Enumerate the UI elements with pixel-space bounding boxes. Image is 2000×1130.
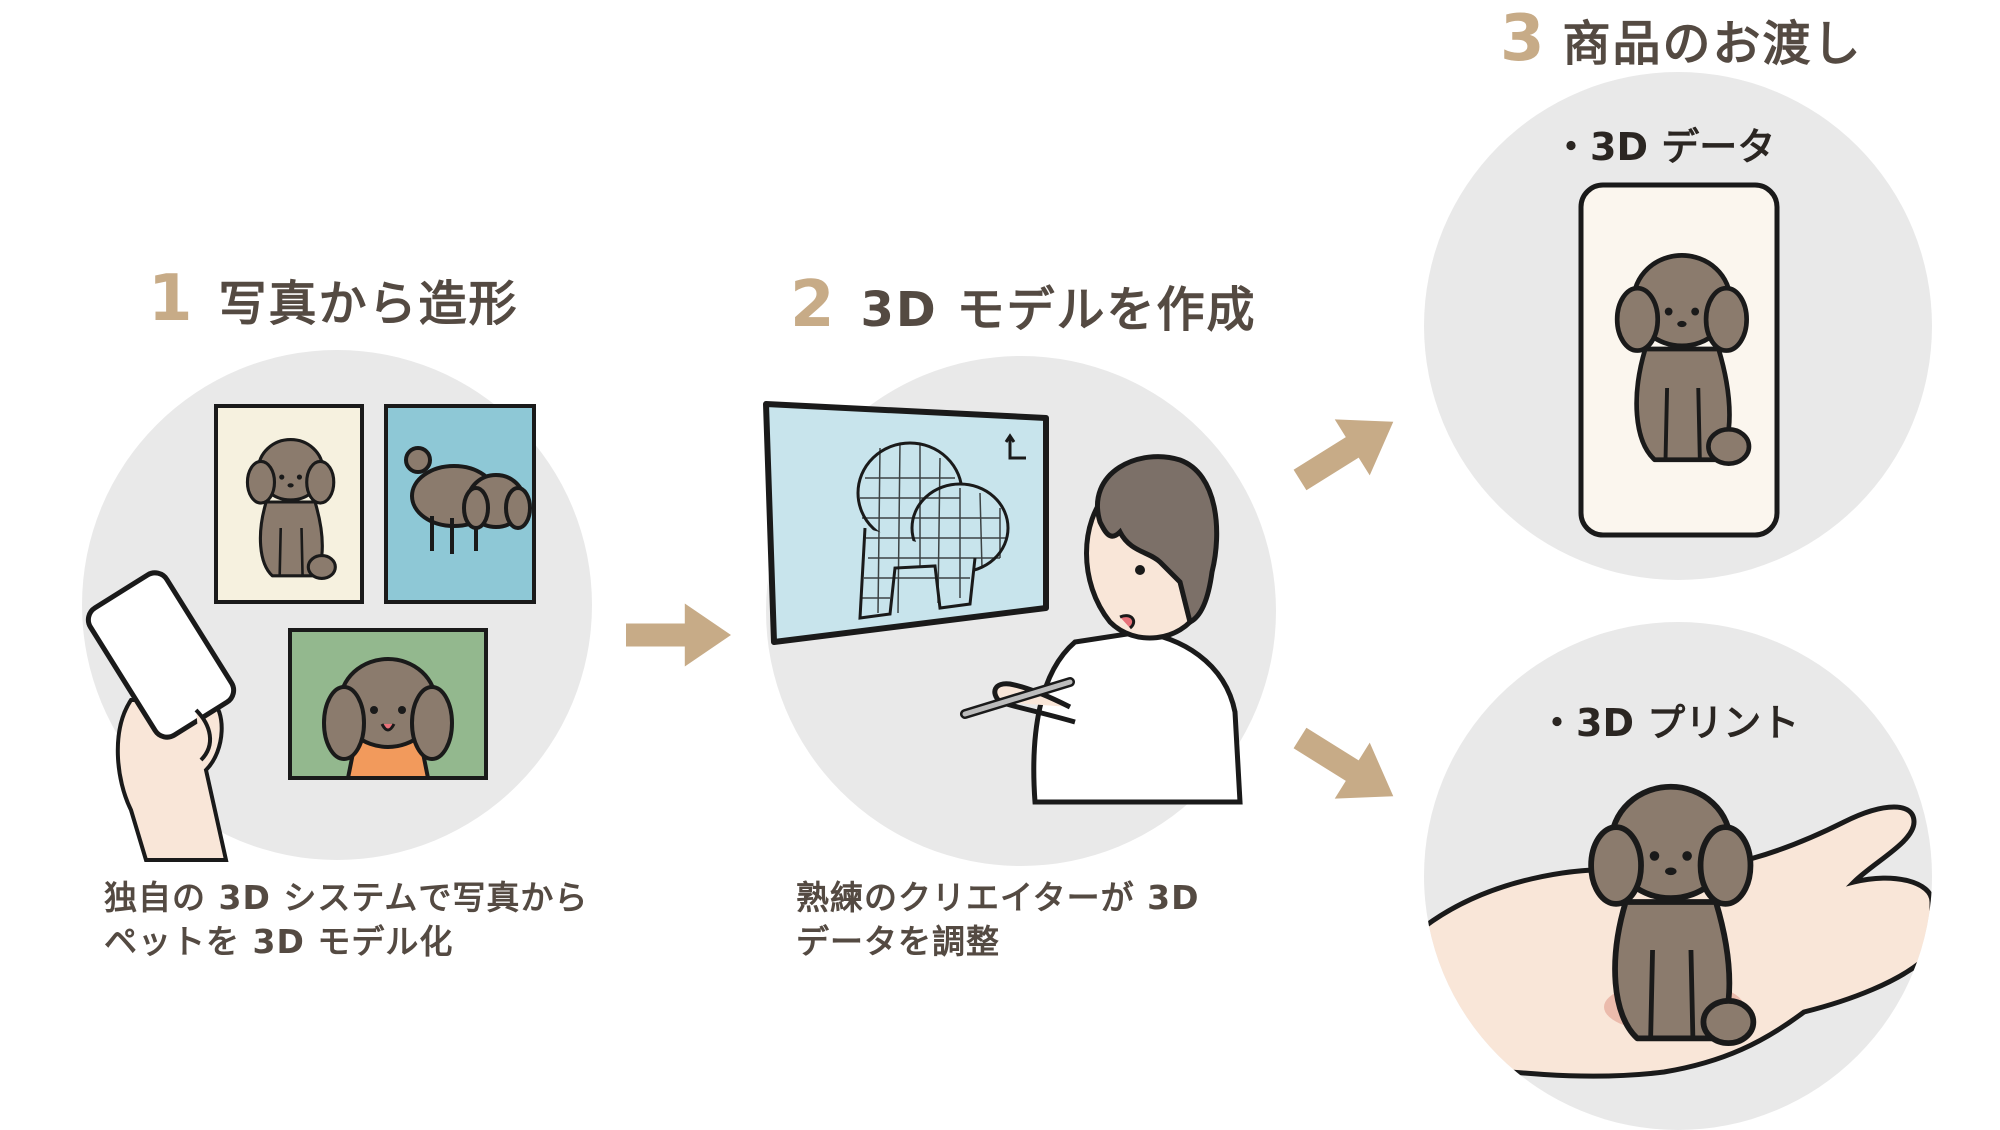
- step-1-description: 独自の 3D システムで写真から ペットを 3D モデル化: [104, 876, 588, 964]
- arrow-right-icon: [626, 603, 731, 667]
- smartphone-icon: [85, 570, 237, 862]
- step-1-desc-line-1: 独自の 3D システムで写真から: [104, 878, 589, 917]
- step-1-heading: 写真から造形: [218, 276, 519, 332]
- 3d-print-label: ・3D プリント: [1538, 701, 1800, 745]
- creator-person-icon: [960, 454, 1243, 805]
- arrow-right-icon: [1282, 710, 1411, 825]
- step-2-desc-line-1: 熟練のクリエイターが 3D: [796, 878, 1200, 917]
- step-2-heading: 3D モデルを作成: [860, 282, 1257, 338]
- dog-figure-icon: [1568, 756, 1808, 1056]
- step-1-title: 1 写真から造形: [148, 262, 519, 336]
- photo-frame-icon: [288, 628, 488, 780]
- step-2-description: 熟練のクリエイターが 3D データを調整: [796, 876, 1200, 964]
- step-2-title: 2 3D モデルを作成: [790, 268, 1257, 342]
- step-2-number: 2: [790, 268, 835, 342]
- step-2-desc-line-2: データを調整: [796, 922, 1000, 961]
- step-3-number: 3: [1500, 2, 1545, 76]
- photo-frame-icon: [214, 404, 364, 604]
- step-1-desc-line-2: ペットを 3D モデル化: [104, 922, 454, 961]
- step-3-title: 3 商品のお渡し: [1500, 2, 1863, 76]
- step-1-number: 1: [148, 262, 193, 336]
- photo-frame-icon: [384, 404, 536, 604]
- 3d-data-label: ・3D データ: [1552, 125, 1776, 169]
- arrow-right-icon: [1282, 393, 1411, 508]
- smartphone-icon: [1578, 182, 1780, 538]
- monitor-wireframe-icon: [763, 401, 1049, 645]
- step-3-heading: 商品のお渡し: [1562, 16, 1863, 72]
